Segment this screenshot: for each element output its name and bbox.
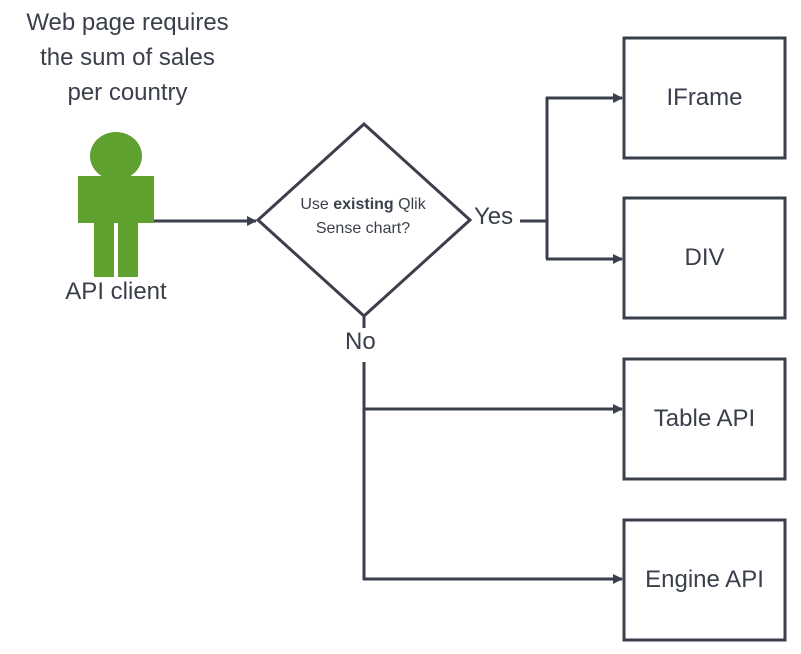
api-client-label: API client <box>65 278 167 305</box>
decision-prefix: Use <box>300 196 334 213</box>
no-branch-label: No <box>345 328 376 355</box>
box-iframe <box>622 36 787 160</box>
iframe-option-label: IFrame <box>666 84 743 111</box>
yes-branch-label: Yes <box>474 203 514 230</box>
decision-line-1: Use existing Qlik <box>258 193 468 217</box>
table-api-option-label: Table API <box>653 405 756 432</box>
requirement-line-1: Web page requires <box>26 9 229 36</box>
requirement-line-2: the sum of sales <box>40 44 215 71</box>
box-table-api <box>622 357 787 481</box>
decision-emphasis: existing <box>333 196 394 213</box>
engine-api-option-label: Engine API <box>645 566 764 593</box>
box-engine-api <box>622 518 787 642</box>
decision-line-2: Sense chart? <box>315 220 411 237</box>
requirement-caption: Web page requires the sum of sales per c… <box>0 5 255 110</box>
decision-question: Use existing Qlik Sense chart? <box>258 193 468 241</box>
decision-suffix: Qlik <box>393 196 426 213</box>
requirement-line-3: per country <box>67 79 188 106</box>
div-option-label: DIV <box>684 244 725 271</box>
box-div <box>622 196 787 320</box>
